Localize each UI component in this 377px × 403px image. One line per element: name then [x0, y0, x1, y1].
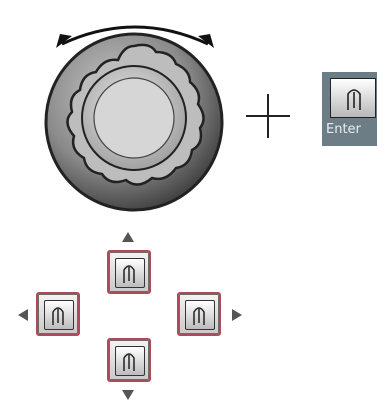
- enter-key-label: Enter: [326, 122, 361, 137]
- rotary-knob-icon[interactable]: [34, 22, 234, 222]
- down-triangle-icon: [122, 390, 134, 400]
- down-arrow-key[interactable]: [107, 338, 151, 382]
- key-cap-icon: [123, 265, 135, 283]
- left-arrow-key[interactable]: [36, 292, 80, 336]
- rotate-arrow-icon: [56, 25, 214, 48]
- right-arrow-key[interactable]: [177, 292, 221, 336]
- enter-key-cap: [330, 78, 376, 118]
- key-cap-icon: [52, 307, 64, 325]
- right-triangle-icon: [232, 309, 242, 321]
- key-cap-icon: [123, 353, 135, 371]
- left-triangle-icon: [18, 309, 28, 321]
- key-cap-icon: [347, 89, 361, 110]
- up-arrow-key[interactable]: [107, 250, 151, 294]
- key-cap-icon: [193, 307, 205, 325]
- plus-icon: [246, 94, 290, 138]
- enter-button[interactable]: Enter: [322, 72, 377, 146]
- up-triangle-icon: [122, 232, 134, 242]
